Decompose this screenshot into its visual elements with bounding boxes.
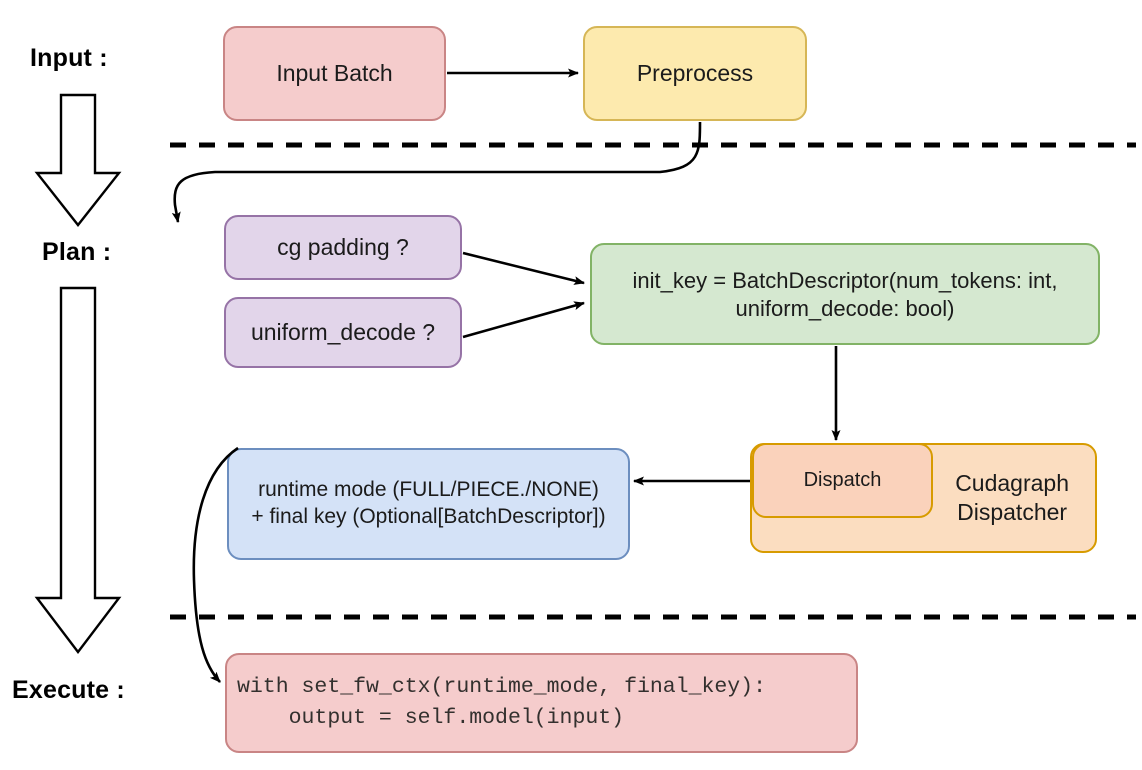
node-cudagraph-dispatcher-label: Cudagraph Dispatcher [955,469,1069,525]
stage-label-input: Input : [30,44,108,72]
plan-to-execute-arrow [34,286,122,654]
node-dispatch-label: Dispatch [803,468,882,491]
node-runtime-mode[interactable]: runtime mode (FULL/PIECE./NONE) + final … [227,448,630,560]
node-init-key-line2: uniform_decode: bool) [735,296,955,321]
node-uniform-decode[interactable]: uniform_decode ? [224,297,462,368]
node-dispatch[interactable]: Dispatch [752,443,933,518]
node-uniform-decode-label: uniform_decode ? [250,318,436,345]
input-to-plan-arrow [34,93,122,227]
node-init-key[interactable]: init_key = BatchDescriptor(num_tokens: i… [590,243,1100,345]
node-cg-padding[interactable]: cg padding ? [224,215,462,280]
stage-label-execute: Execute : [12,676,125,704]
node-input-batch-label: Input Batch [276,59,393,86]
node-preprocess-label: Preprocess [636,59,754,86]
node-init-key-line1: init_key = BatchDescriptor(num_tokens: i… [632,267,1058,293]
node-execute-code-line1: with set_fw_ctx(runtime_mode, final_key)… [237,675,766,700]
node-input-batch[interactable]: Input Batch [223,26,446,121]
node-execute-code[interactable]: with set_fw_ctx(runtime_mode, final_key)… [225,653,858,753]
node-cg-padding-label: cg padding ? [277,233,409,260]
stage-label-plan: Plan : [42,238,112,266]
node-preprocess[interactable]: Preprocess [583,26,807,121]
node-execute-code-line2: output = self.model(input) [237,706,625,730]
node-runtime-mode-line1: runtime mode (FULL/PIECE./NONE) [258,478,599,502]
node-runtime-mode-line2: + final key (Optional[BatchDescriptor]) [251,505,606,528]
